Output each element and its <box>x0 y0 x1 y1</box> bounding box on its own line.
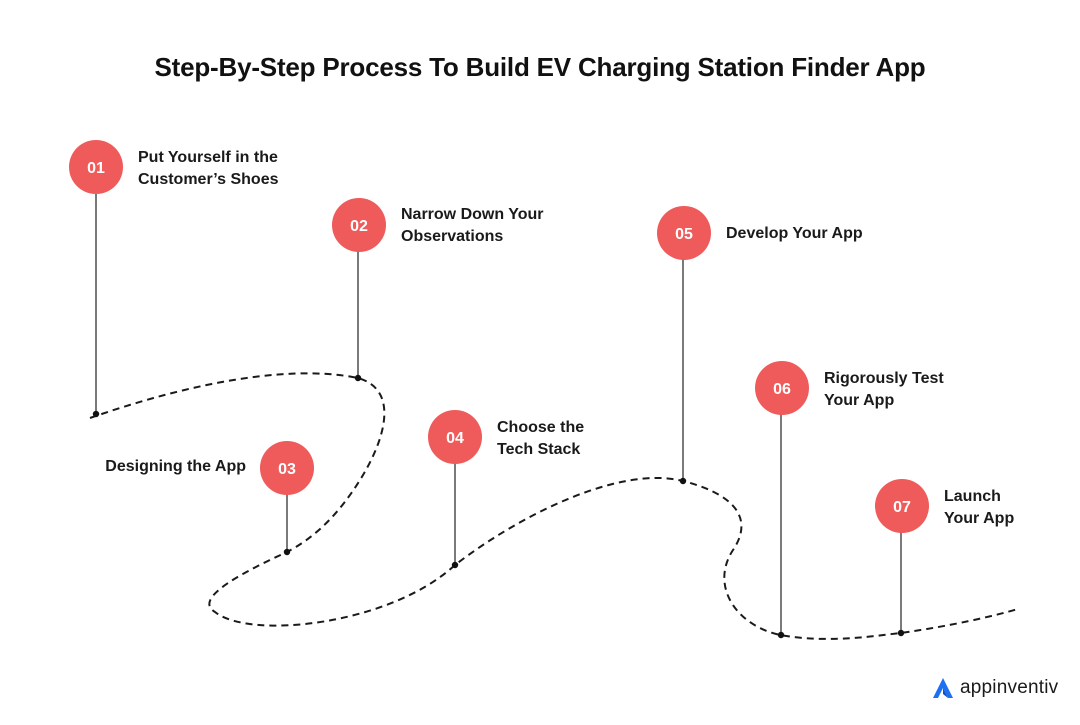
step-label-line: Your App <box>944 510 1015 527</box>
step-number: 02 <box>350 218 368 235</box>
page-title: Step-By-Step Process To Build EV Chargin… <box>154 52 926 82</box>
step-label-line: Tech Stack <box>497 441 581 458</box>
step-number: 03 <box>278 461 296 478</box>
roadmap-path <box>89 372 1019 640</box>
step-label-01: Put Yourself in the Customer’s Shoes <box>138 147 278 191</box>
step-marker-05: 05 <box>657 206 711 485</box>
step-label-line: Rigorously Test <box>824 370 944 387</box>
step-label-02: Narrow Down Your Observations <box>401 204 544 248</box>
step-label-line: Develop Your App <box>726 225 863 242</box>
brand-name: appinventiv <box>960 677 1059 698</box>
step-label-line: Designing the App <box>105 458 246 475</box>
step-label-line: Launch <box>944 488 1001 505</box>
step-label-line: Choose the <box>497 419 585 436</box>
step-marker-02: 02 <box>332 198 386 382</box>
step-marker-03: 03 <box>260 441 314 556</box>
step-number: 07 <box>893 499 911 516</box>
step-label-line: Observations <box>401 228 504 245</box>
step-marker-01: 01 <box>69 140 123 418</box>
step-number: 05 <box>675 226 693 243</box>
step-label-03: Designing the App <box>60 456 246 478</box>
step-marker-04: 04 <box>428 410 482 569</box>
appinventiv-logo-icon <box>933 678 953 698</box>
step-number: 01 <box>87 160 105 177</box>
step-label-line: Customer’s Shoes <box>138 171 279 188</box>
step-number: 04 <box>446 430 464 447</box>
step-label-05: Develop Your App <box>726 223 863 245</box>
step-marker-06: 06 <box>755 361 809 639</box>
step-label-line: Put Yourself in the <box>138 149 278 166</box>
step-label-line: Your App <box>824 392 895 409</box>
step-label-06: Rigorously Test Your App <box>824 368 944 412</box>
step-marker-07: 07 <box>875 479 929 637</box>
step-label-04: Choose the Tech Stack <box>497 417 584 461</box>
step-label-07: Launch Your App <box>944 486 1014 530</box>
step-number: 06 <box>773 381 791 398</box>
brand-logo: appinventiv <box>930 672 1058 704</box>
step-label-line: Narrow Down Your <box>401 206 544 223</box>
